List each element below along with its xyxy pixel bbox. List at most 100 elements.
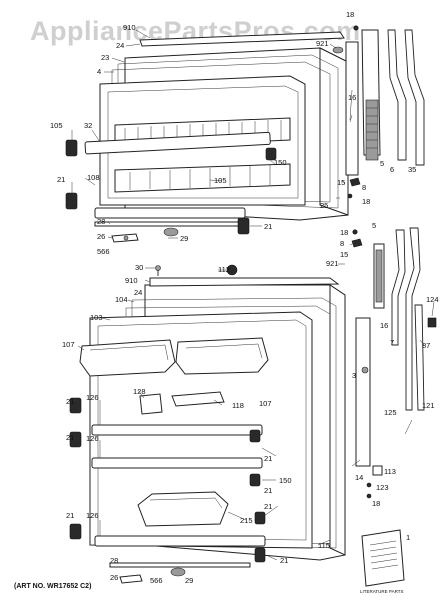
fresh-food-hinge-bracket [119, 574, 143, 584]
callout-566-upper: 566 [97, 247, 110, 256]
callout-105-left: 105 [50, 121, 63, 130]
callout-115: 115 [318, 541, 330, 550]
fresh-food-door-edge [329, 284, 346, 556]
screw-18-upper [352, 229, 358, 235]
callout-4: 4 [97, 67, 101, 76]
callout-29-upper: 29 [180, 234, 188, 243]
callout-105-center: 105 [214, 176, 227, 185]
fresh-food-door-assembly [69, 264, 346, 584]
screw-30 [155, 265, 161, 271]
callout-24: 24 [116, 41, 124, 50]
butter-tray [171, 391, 225, 407]
freezer-door-edge [319, 47, 349, 216]
screw-top [353, 25, 359, 31]
part-3 [361, 366, 369, 374]
callout-921: 921 [316, 39, 329, 48]
fresh-food-door-bar-2 [91, 457, 263, 469]
screw-lower [347, 193, 353, 199]
freezer-lower-shelf [114, 163, 291, 193]
callout-8-lower: 8 [340, 239, 344, 248]
fresh-food-side-parts [351, 227, 437, 587]
callout-87: 87 [422, 341, 430, 350]
callout-150-lower: 150 [279, 476, 292, 485]
callout-104: 104 [115, 295, 128, 304]
freezer-door-bar-lower [94, 207, 246, 219]
callout-32: 32 [84, 121, 92, 130]
callout-25: 25 [320, 201, 328, 210]
callout-126-1: 126 [86, 393, 99, 402]
callout-21-mid-left-2: 21 [66, 433, 74, 442]
callout-15-upper: 15 [337, 178, 345, 187]
fresh-food-door-bar-bottom [94, 535, 266, 547]
freezer-bar-end-cap-upper-left [65, 139, 78, 157]
egg-holder [139, 393, 163, 415]
callout-103: 103 [90, 313, 103, 322]
callout-18-mid: 18 [362, 197, 370, 206]
callout-21-upper-left: 21 [57, 175, 65, 184]
callout-18-second: 18 [340, 228, 348, 237]
callout-26-lower: 26 [110, 573, 118, 582]
callout-150-upper: 150 [274, 158, 287, 167]
callout-126-2: 126 [86, 434, 99, 443]
callout-16-upper: 16 [348, 93, 356, 102]
fresh-food-rail-121 [414, 304, 425, 411]
callout-28-upper: 28 [97, 217, 105, 226]
callout-14: 14 [355, 473, 363, 482]
freezer-side-strip [345, 41, 359, 176]
leader-lines [71, 29, 435, 561]
callout-921-lower: 921 [326, 259, 339, 268]
callout-3: 3 [352, 371, 356, 380]
screw-123 [366, 482, 372, 488]
callout-125: 125 [384, 408, 397, 417]
literature-booklet [361, 529, 405, 587]
freezer-door-bar-upper [84, 131, 271, 155]
callout-15-lower: 15 [340, 250, 348, 259]
callout-24-lower: 24 [134, 288, 142, 297]
fresh-food-bottom-trim [109, 562, 251, 568]
callout-566-lower: 566 [150, 576, 163, 585]
callout-18-bottom: 18 [372, 499, 380, 508]
callout-21-mid-right-1: 21 [264, 454, 272, 463]
door-bar-end-cap-4 [249, 473, 261, 487]
freezer-side-parts [332, 25, 425, 199]
callout-910: 910 [123, 23, 136, 32]
callout-21-upper-right: 21 [264, 222, 272, 231]
callout-16-lower: 16 [380, 321, 388, 330]
freezer-hinge-pin [123, 235, 129, 241]
fresh-food-vent-grille [375, 249, 383, 303]
fresh-food-door-bar-1 [91, 424, 263, 436]
callout-21-mid-right-2: 21 [264, 486, 272, 495]
freezer-bottom-trim [94, 221, 246, 227]
callout-1: 1 [406, 533, 410, 542]
freezer-door-stop [332, 46, 344, 54]
callout-121: 121 [422, 401, 435, 410]
callout-8-upper: 8 [362, 183, 366, 192]
callout-18: 18 [346, 10, 354, 19]
callout-910-lower: 910 [125, 276, 138, 285]
part-113 [372, 465, 383, 476]
literature-label: LITERATURE PARTS [360, 589, 404, 594]
door-bar-end-cap-7 [254, 511, 266, 525]
fresh-food-side-strip [355, 317, 371, 467]
callout-123: 123 [376, 483, 389, 492]
callout-labels: 18 910 24 921 23 4 105 32 150 16 105 15 … [50, 10, 439, 585]
callout-113: 113 [384, 467, 396, 476]
freezer-top-trim [139, 31, 345, 47]
door-bar-end-cap-5 [69, 523, 82, 540]
callout-35: 35 [408, 165, 416, 174]
freezer-hinge-channel-a [387, 29, 407, 161]
freezer-hinge-bushing [163, 227, 179, 237]
callout-107-left: 107 [62, 340, 75, 349]
freezer-bar-end-cap-upper-right [265, 147, 277, 161]
callout-21-mid-left-1: 21 [66, 397, 74, 406]
door-bar-end-cap-3 [249, 429, 261, 443]
freezer-bar-end-cap-lower-right [237, 217, 250, 235]
callout-23: 23 [101, 53, 109, 62]
freezer-hinge-shim [349, 177, 361, 187]
clip-124 [427, 317, 437, 328]
callout-26-upper: 26 [97, 232, 105, 241]
screw-18-lower [366, 493, 372, 499]
callout-128: 128 [133, 387, 146, 396]
plug-112 [226, 264, 238, 276]
callout-107-right: 107 [259, 399, 272, 408]
